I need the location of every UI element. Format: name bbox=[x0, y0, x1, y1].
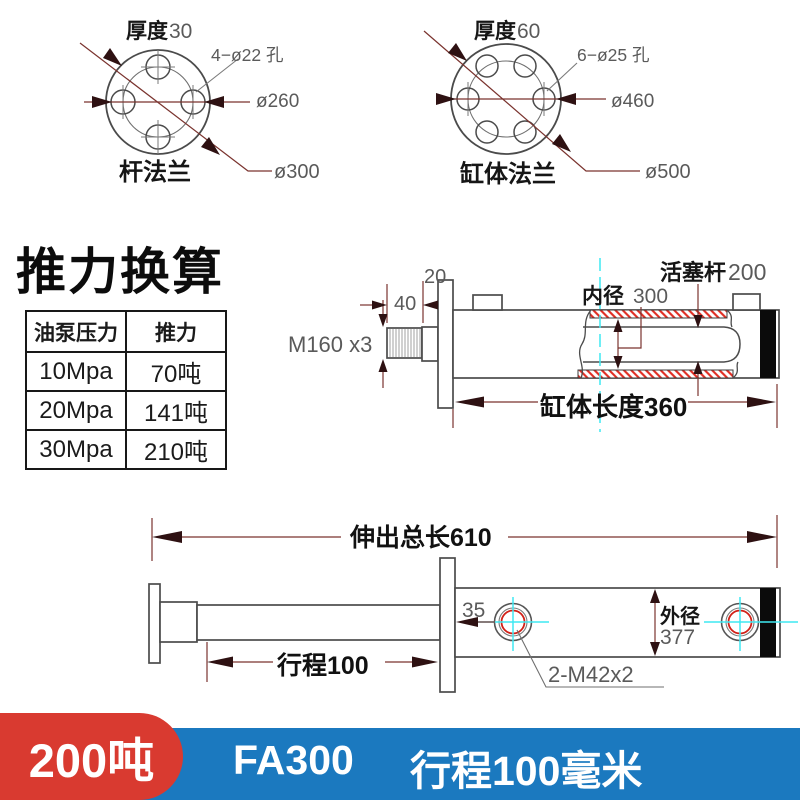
rod-step bbox=[421, 326, 439, 362]
dimension-lines bbox=[151, 515, 778, 682]
holes-leader-line bbox=[195, 58, 239, 93]
col-header-pressure: 油泵压力 bbox=[25, 310, 127, 353]
bore-label: 内径 bbox=[582, 284, 624, 308]
pressure-cell: 20Mpa bbox=[25, 390, 127, 431]
pressure-cell: 10Mpa bbox=[25, 351, 127, 392]
thickness-value: 30 bbox=[169, 20, 192, 43]
piston-rod bbox=[196, 604, 441, 641]
bolt-circle-dia: ø260 bbox=[256, 91, 299, 112]
thread-hatch bbox=[389, 329, 421, 357]
thickness-value: 60 bbox=[517, 20, 540, 43]
bolt-circle-dia: ø460 bbox=[611, 91, 654, 112]
flange-caption: 缸体法兰 bbox=[460, 160, 556, 188]
cylinder-flange-view: 厚度 60 6−ø25 孔 ø460 ø500 缸体法兰 bbox=[423, 19, 691, 188]
rod-flange-plate bbox=[437, 279, 454, 409]
cylinder-section-view: 20 40 M160 x3 内径 300 活塞杆 200 缸体长度360 bbox=[288, 258, 780, 432]
arrowheads bbox=[436, 43, 576, 152]
thrust-cell: 70吨 bbox=[125, 351, 227, 392]
rod-end-block bbox=[159, 601, 198, 643]
tonnage-text: 200吨 bbox=[28, 734, 155, 787]
col-header-thrust: 推力 bbox=[125, 310, 227, 353]
break-lines bbox=[578, 309, 739, 379]
pressure-cell: 30Mpa bbox=[25, 429, 127, 470]
port-block-left bbox=[472, 294, 503, 311]
port-block-right bbox=[732, 293, 761, 311]
end-cap bbox=[760, 310, 776, 378]
dim-40: 40 bbox=[394, 293, 416, 315]
total-length-label: 伸出总长610 bbox=[349, 524, 492, 552]
thread-spec: M160 x3 bbox=[288, 332, 372, 357]
dimension-lines bbox=[360, 281, 778, 428]
dim-20: 20 bbox=[424, 266, 446, 288]
arrowheads bbox=[92, 48, 224, 155]
thrust-conversion-table: 油泵压力 推力 10Mpa 70吨 20Mpa 141吨 30Mpa 210吨 bbox=[25, 310, 227, 470]
thrust-cell: 210吨 bbox=[125, 429, 227, 470]
table-header-row: 油泵压力 推力 bbox=[25, 310, 227, 353]
table-row: 10Mpa 70吨 bbox=[25, 351, 227, 392]
bore-value: 300 bbox=[633, 285, 668, 308]
stroke-label: 行程100 bbox=[276, 652, 369, 680]
od-value: 377 bbox=[660, 626, 695, 649]
rod-value: 200 bbox=[728, 259, 766, 285]
thrust-cell: 141吨 bbox=[125, 390, 227, 431]
main-flange bbox=[439, 557, 456, 693]
cylinder-extended-view: 伸出总长610 行程100 35 外径 377 2-M42x2 bbox=[148, 515, 798, 693]
holes-label: 4−ø22 孔 bbox=[211, 45, 283, 65]
table-row: 20Mpa 141吨 bbox=[25, 390, 227, 431]
arrowheads bbox=[152, 531, 777, 668]
flange-caption: 杆法兰 bbox=[119, 158, 191, 186]
wall-hatch-top bbox=[589, 309, 728, 319]
thrust-conversion-title: 推力换算 bbox=[16, 244, 224, 300]
holes-leader-line bbox=[546, 62, 578, 92]
port-spec: 2-M42x2 bbox=[548, 662, 634, 687]
tonnage-badge: 200吨 bbox=[0, 713, 183, 800]
port-offset: 35 bbox=[462, 599, 485, 622]
rod-flange-view: 厚度 30 4−ø22 孔 ø260 ø300 杆法兰 bbox=[79, 19, 320, 186]
arrowheads bbox=[372, 300, 776, 408]
outer-dia: ø500 bbox=[645, 161, 691, 183]
thickness-label: 厚度 bbox=[126, 19, 168, 43]
banner-stroke-text: 行程100毫米 bbox=[410, 748, 643, 794]
body-length-label: 缸体长度360 bbox=[540, 392, 687, 422]
holes-label: 6−ø25 孔 bbox=[577, 45, 649, 65]
bolt-hole bbox=[513, 120, 537, 144]
model-text: FA300 bbox=[233, 737, 354, 783]
od-label: 外径 bbox=[660, 604, 700, 628]
thickness-label: 厚度 bbox=[474, 19, 516, 43]
rod-label: 活塞杆 bbox=[660, 260, 726, 285]
bolt-hole bbox=[475, 54, 499, 78]
port-leader-line bbox=[516, 629, 664, 688]
bolt-hole bbox=[513, 54, 537, 78]
piston-rod bbox=[583, 326, 741, 363]
outer-dia: ø300 bbox=[274, 161, 320, 183]
bolt-hole bbox=[475, 120, 499, 144]
wall-hatch-bottom bbox=[577, 369, 734, 379]
dimension-lines bbox=[423, 30, 640, 172]
table-row: 30Mpa 210吨 bbox=[25, 429, 227, 470]
rod-end-flange bbox=[148, 583, 161, 664]
